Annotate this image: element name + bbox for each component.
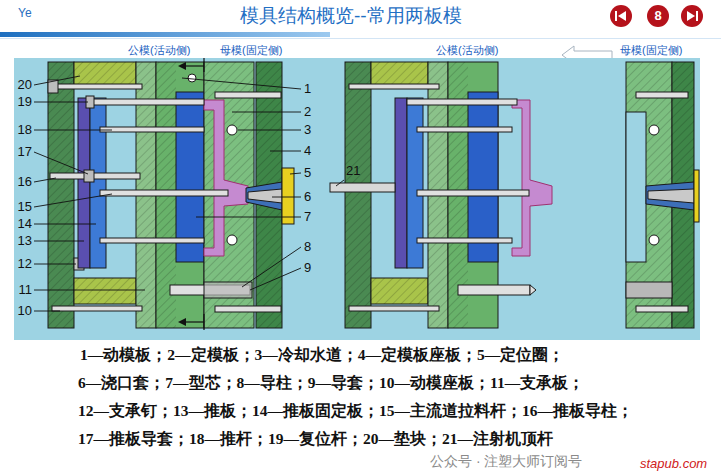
callout-number: 7	[304, 209, 311, 225]
callout-number: 20	[18, 77, 32, 93]
side-label: 母模(固定侧)	[620, 44, 682, 57]
callout-number: 3	[304, 122, 311, 138]
callout-number: 21	[346, 163, 360, 179]
callout-number: 14	[18, 216, 32, 232]
callout-number: 15	[18, 199, 32, 215]
corner-mark: Ye	[18, 6, 32, 20]
callout-number: 13	[18, 233, 32, 249]
side-label: 母模(固定侧)	[220, 44, 282, 57]
callout-number: 8	[304, 239, 311, 255]
callout-number: 19	[18, 94, 32, 110]
watermark: stapub.com	[640, 456, 707, 472]
callout-number: 4	[304, 143, 311, 159]
callout-number: 11	[19, 282, 33, 298]
caption-line: 6—浇口套；7—型芯；8—导柱；9—导套；10—动模座板；11—支承板；	[78, 374, 584, 393]
caption-line: 12—支承钉；13—推板；14—推板固定板；15—主流道拉料杆；16—推板导柱；	[78, 402, 633, 421]
caption-line: 1—动模板；2—定模板；3—冷却水道；4—定模板座板；5—定位圈；	[80, 346, 564, 365]
callout-number: 6	[304, 189, 311, 205]
callout-number: 2	[304, 104, 311, 120]
caption-line: 17—推板导套；18—推杆；19—复位杆；20—垫块；21—注射机顶杆	[78, 430, 553, 449]
callout-number: 1	[304, 81, 311, 97]
callout-number: 5	[304, 165, 311, 181]
watermark: 公众号 · 注塑大师订阅号	[430, 453, 582, 470]
callout-number: 9	[304, 260, 311, 276]
side-label: 公模(活动侧)	[128, 44, 190, 57]
callout-number: 10	[18, 303, 32, 319]
callout-number: 18	[18, 122, 32, 138]
callout-number: 12	[18, 256, 32, 272]
callout-number: 17	[18, 144, 32, 160]
callout-number: 16	[18, 174, 32, 190]
slide-title: 模具结构概览--常用两板模	[240, 5, 462, 28]
page-number: 8	[654, 9, 661, 23]
page-number-button: 8	[647, 5, 669, 27]
side-label: 公模(活动侧)	[436, 44, 498, 57]
